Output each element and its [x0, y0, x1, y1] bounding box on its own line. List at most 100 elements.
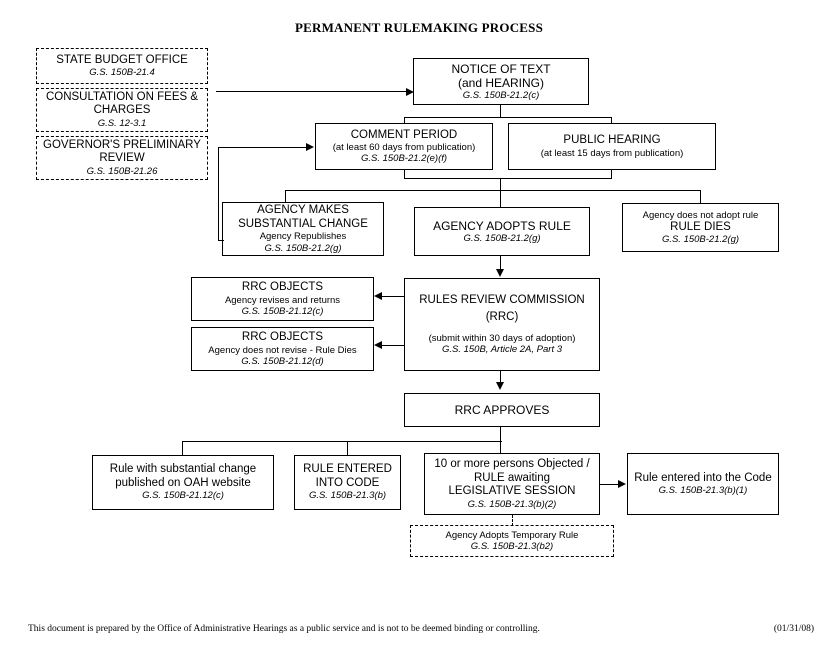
public-hearing-line1: PUBLIC HEARING — [563, 134, 661, 147]
comment-period-line1: COMMENT PERIOD — [350, 128, 458, 141]
connector-to-comment-period — [404, 117, 406, 124]
connector-feedback-vertical — [218, 147, 220, 241]
connector-adopts-to-rrc — [500, 256, 502, 270]
state-budget-office-citation: G.S. 150B-21.4 — [89, 67, 155, 79]
connector-merge-drop — [500, 178, 502, 191]
node-rule-dies: Agency does not adopt rule RULE DIES G.S… — [622, 203, 779, 252]
connector-approves-drop — [500, 427, 502, 442]
legislative-session-line1: 10 or more persons Objected / — [434, 458, 590, 471]
published-oah-line1: Rule with substantial change — [109, 463, 257, 476]
connector-fan-to-legislative-session — [500, 441, 502, 454]
legislative-session-line2: RULE awaiting — [473, 471, 551, 484]
connector-fan-to-oah-website — [182, 441, 184, 456]
connector-fan-to-rule-dies — [700, 190, 702, 203]
notice-of-text-line1: NOTICE OF TEXT — [451, 61, 551, 76]
connector-to-public-hearing — [611, 117, 613, 124]
connector-merge-bus — [404, 178, 612, 180]
arrowhead-adopts-to-rrc — [495, 269, 504, 277]
consultation-fees-line1: CONSULTATION ON FEES & — [45, 90, 199, 103]
rrc-objects-revises-line1: RRC OBJECTS — [241, 281, 324, 294]
rrc-citation: G.S. 150B, Article 2A, Part 3 — [441, 344, 563, 356]
rrc-objects-revises-line2: Agency revises and returns — [224, 294, 341, 306]
consultation-fees-citation: G.S. 12-3.1 — [97, 117, 147, 129]
rule-dies-line2: RULE DIES — [670, 220, 731, 233]
rule-entered-code-1-line1: Rule entered into the Code — [634, 471, 772, 484]
node-agency-adopts-rule: AGENCY ADOPTS RULE G.S. 150B-21.2(g) — [414, 207, 590, 256]
legislative-session-line3: LEGISLATIVE SESSION — [448, 485, 576, 498]
temporary-rule-line1: Agency Adopts Temporary Rule — [445, 529, 579, 541]
arrowhead-inputs-to-notice — [406, 87, 414, 96]
rrc-objects-revises-citation: G.S. 150B-21.12(c) — [241, 305, 324, 317]
rule-entered-code-line2: INTO CODE — [315, 476, 380, 489]
connector-public-hearing-drop — [611, 170, 613, 179]
legislative-session-citation: G.S. 150B-21.3(b)(2) — [467, 498, 557, 510]
arrowhead-rrc-to-objects-revises — [374, 291, 382, 300]
connector-fan-to-agency-adopts — [500, 190, 502, 208]
node-governors-preliminary-review: GOVERNOR'S PRELIMINARY REVIEW G.S. 150B-… — [36, 136, 208, 180]
node-published-on-oah-website: Rule with substantial change published o… — [92, 455, 274, 510]
published-oah-citation: G.S. 150B-21.12(c) — [142, 490, 224, 502]
rrc-objects-dies-line1: RRC OBJECTS — [241, 331, 324, 344]
arrowhead-rrc-to-objects-dies — [374, 340, 382, 349]
node-rules-review-commission: RULES REVIEW COMMISSION (RRC) (submit wi… — [404, 278, 600, 371]
connector-feedback-into-comment — [218, 147, 308, 149]
node-comment-period: COMMENT PERIOD (at least 60 days from pu… — [315, 123, 493, 170]
node-legislative-session: 10 or more persons Objected / RULE await… — [424, 453, 600, 515]
connector-fan-to-substantial-change — [285, 190, 287, 203]
page-title: PERMANENT RULEMAKING PROCESS — [294, 20, 544, 35]
node-notice-of-text: NOTICE OF TEXT (and HEARING) G.S. 150B-2… — [413, 58, 589, 105]
governors-review-line2: REVIEW — [99, 152, 145, 165]
connector-adopt-fan-bus — [285, 190, 701, 192]
consultation-fees-line2: CHARGES — [93, 104, 151, 117]
connector-bottom-fan-bus — [182, 441, 502, 443]
agency-adopts-rule-citation: G.S. 150B-21.2(g) — [463, 232, 541, 244]
rule-entered-code-line1: RULE ENTERED — [303, 463, 392, 476]
rule-entered-code-1-citation: G.S. 150B-21.3(b)(1) — [658, 485, 748, 497]
connector-notice-drop — [500, 105, 502, 118]
node-state-budget-office: STATE BUDGET OFFICE G.S. 150B-21.4 — [36, 48, 208, 84]
notice-of-text-line2: (and HEARING) — [457, 75, 545, 90]
rule-dies-citation: G.S. 150B-21.2(g) — [661, 234, 740, 246]
connector-notice-split-bus — [404, 117, 612, 119]
node-rule-entered-into-the-code: Rule entered into the Code G.S. 150B-21.… — [627, 453, 779, 515]
rrc-line3: (submit within 30 days of adoption) — [428, 332, 576, 344]
public-hearing-line2: (at least 15 days from publication) — [540, 147, 684, 159]
notice-of-text-citation: G.S. 150B-21.2(c) — [462, 90, 540, 102]
connector-legislative-to-code — [600, 484, 619, 486]
connector-legislative-to-temporary-rule — [512, 515, 513, 526]
node-rrc-objects-rule-dies: RRC OBJECTS Agency does not revise - Rul… — [191, 327, 374, 371]
rule-dies-line1: Agency does not adopt rule — [642, 209, 759, 221]
node-rrc-approves: RRC APPROVES — [404, 393, 600, 427]
node-consultation-on-fees: CONSULTATION ON FEES & CHARGES G.S. 12-3… — [36, 88, 208, 132]
state-budget-office-line1: STATE BUDGET OFFICE — [56, 53, 188, 66]
rrc-objects-dies-citation: G.S. 150B-21.12(d) — [241, 355, 324, 367]
connector-rrc-to-objects-revises — [382, 296, 404, 298]
footer-note: This document is prepared by the Office … — [28, 624, 540, 634]
node-rrc-objects-revises: RRC OBJECTS Agency revises and returns G… — [191, 277, 374, 321]
connector-inputs-to-notice — [216, 91, 408, 93]
governors-review-line1: GOVERNOR'S PRELIMINARY — [43, 138, 201, 151]
connector-fan-to-rule-entered-code — [347, 441, 349, 456]
substantial-change-citation: G.S. 150B-21.2(g) — [264, 242, 342, 254]
rrc-line2: (RRC) — [485, 311, 519, 324]
node-public-hearing: PUBLIC HEARING (at least 15 days from pu… — [508, 123, 716, 170]
node-agency-makes-substantial-change: AGENCY MAKES SUBSTANTIAL CHANGE Agency R… — [222, 202, 384, 256]
rrc-approves-line1: RRC APPROVES — [454, 402, 550, 417]
footer-date: (01/31/08) — [773, 624, 814, 634]
published-oah-line2: published on OAH website — [115, 476, 251, 489]
connector-comment-period-drop — [404, 170, 406, 179]
node-rule-entered-into-code: RULE ENTERED INTO CODE G.S. 150B-21.3(b) — [294, 455, 401, 510]
node-agency-adopts-temporary-rule: Agency Adopts Temporary Rule G.S. 150B-2… — [410, 525, 614, 557]
connector-rrc-to-objects-dies — [382, 345, 404, 347]
connector-rrc-to-approves — [500, 371, 502, 383]
temporary-rule-citation: G.S. 150B-21.3(b2) — [470, 541, 554, 552]
comment-period-citation: G.S. 150B-21.2(e)(f) — [360, 153, 448, 165]
arrowhead-feedback-into-comment — [306, 143, 314, 151]
connector-feedback-left-from-change — [218, 240, 224, 242]
rrc-line1: RULES REVIEW COMMISSION — [419, 293, 585, 306]
substantial-change-line1: AGENCY MAKES — [257, 204, 349, 217]
substantial-change-line3: Agency Republishes — [259, 231, 347, 243]
governors-review-citation: G.S. 150B-21.26 — [86, 165, 158, 177]
arrowhead-legislative-to-code — [618, 480, 626, 488]
